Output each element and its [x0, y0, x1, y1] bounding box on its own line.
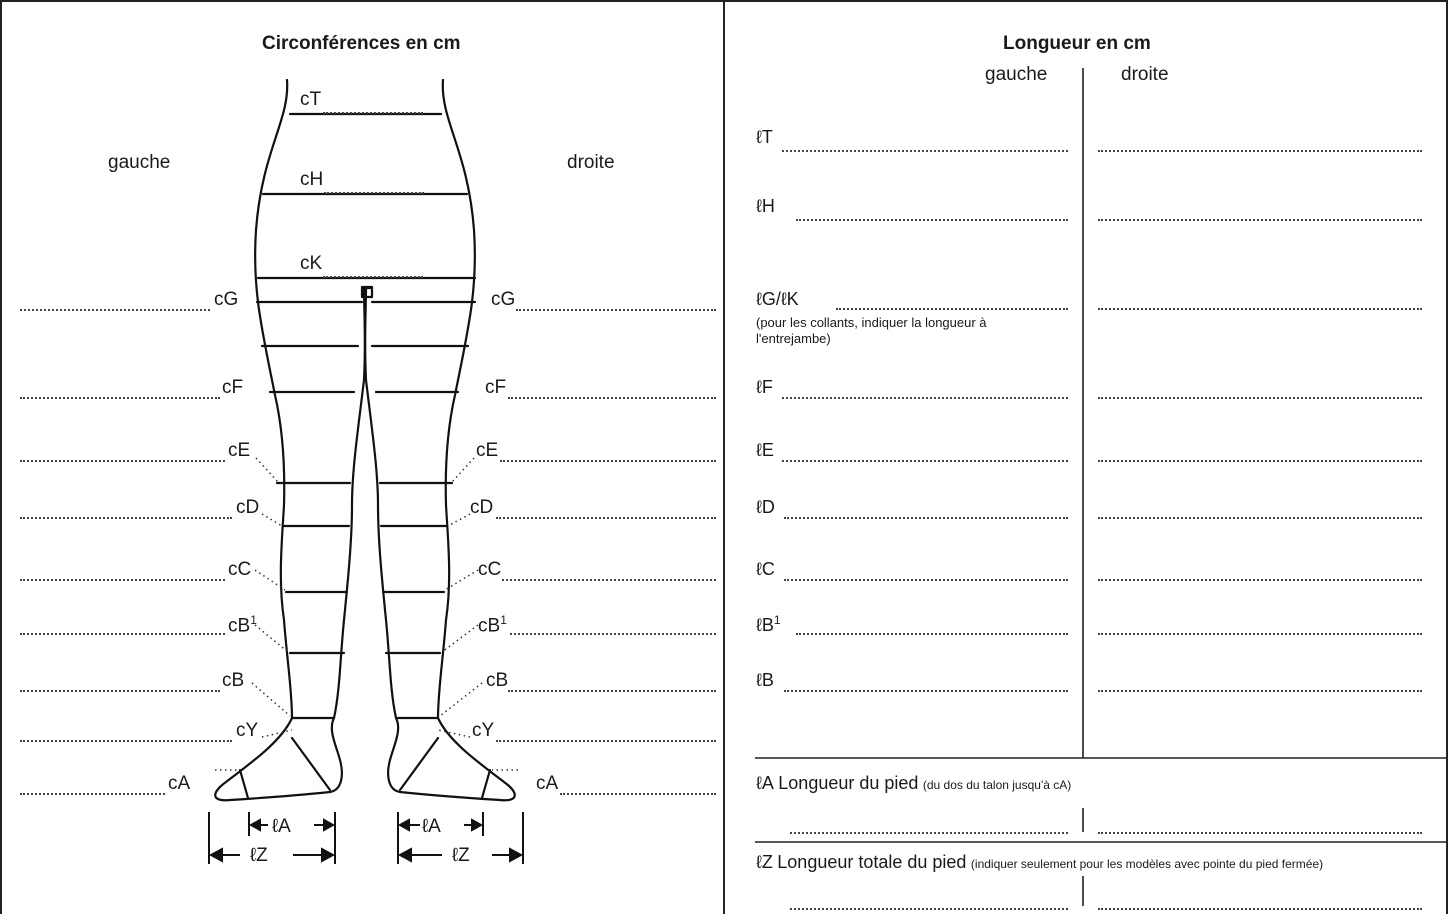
foot-length-heading: ℓA Longueur du pied (du dos du talon jus… — [756, 774, 1071, 793]
side-left-label: gauche — [108, 152, 171, 173]
cG-left-input[interactable] — [20, 287, 210, 311]
row-label-lGK: ℓG/ℓK — [756, 289, 799, 309]
lD-left-input[interactable] — [784, 495, 1068, 519]
label-cY-left: cY — [236, 720, 259, 741]
label-cE-left: cE — [228, 440, 251, 461]
superscript: 1 — [773, 613, 781, 627]
lD-right-input[interactable] — [1098, 495, 1422, 519]
cE-left-input[interactable] — [20, 438, 225, 462]
total-foot-length-note: (indiquer seulement pour les modèles ave… — [970, 857, 1324, 871]
lE-right-input[interactable] — [1098, 438, 1422, 462]
lB-left-input[interactable] — [784, 668, 1068, 692]
row-label-lC: ℓC — [756, 559, 775, 579]
cG-right-input[interactable] — [516, 287, 716, 311]
cK-input[interactable] — [323, 254, 423, 278]
label-lA-right: ℓA — [420, 816, 443, 837]
label-cC-left: cC — [228, 559, 252, 580]
foot-length-label: Longueur du pied — [778, 773, 919, 793]
lF-right-input[interactable] — [1098, 375, 1422, 399]
label-cK: cK — [300, 253, 323, 274]
foot-length-prefix: ℓA — [756, 773, 774, 793]
col-left-header: gauche — [985, 64, 1048, 85]
label-cE-right: cE — [476, 440, 499, 461]
length-title: Longueur en cm — [1003, 33, 1151, 54]
label-cG-left: cG — [214, 289, 239, 310]
label-cG-right: cG — [491, 289, 516, 310]
lZ-right-input[interactable] — [1098, 886, 1422, 910]
lGK-right-input[interactable] — [1098, 286, 1422, 310]
cB-right-input[interactable] — [508, 668, 716, 692]
cA-left-input[interactable] — [20, 771, 165, 795]
lF-left-input[interactable] — [782, 375, 1068, 399]
cB-left-input[interactable] — [20, 668, 220, 692]
label-cD-left: cD — [236, 497, 260, 518]
cH-input[interactable] — [324, 170, 424, 194]
label-cF-left: cF — [222, 377, 244, 398]
row-label-lB: ℓB — [756, 670, 774, 690]
cF-left-input[interactable] — [20, 375, 220, 399]
cD-left-input[interactable] — [20, 495, 232, 519]
label-cB-right: cB — [486, 670, 509, 691]
row-label-lD: ℓD — [756, 497, 775, 517]
lC-left-input[interactable] — [784, 557, 1068, 581]
superscript: 1 — [500, 613, 507, 627]
row-label-lE: ℓE — [756, 440, 774, 460]
lH-right-input[interactable] — [1098, 197, 1422, 221]
foot-length-note: (du dos du talon jusqu'à cA) — [922, 778, 1072, 792]
cA-right-input[interactable] — [560, 771, 716, 795]
lB1-right-input[interactable] — [1098, 611, 1422, 635]
col-right-header: droite — [1121, 64, 1169, 85]
total-foot-length-label: Longueur totale du pied — [777, 852, 967, 872]
cB1-left-input[interactable] — [20, 611, 225, 635]
label-cC-right: cC — [478, 559, 502, 580]
lH-left-input[interactable] — [796, 197, 1068, 221]
total-foot-length-prefix: ℓZ — [756, 852, 773, 872]
label-cH: cH — [300, 169, 324, 190]
cC-right-input[interactable] — [502, 557, 716, 581]
label-cY-right: cY — [472, 720, 495, 741]
lT-right-input[interactable] — [1098, 128, 1422, 152]
label-cA-right: cA — [536, 773, 559, 794]
cT-input[interactable] — [323, 90, 423, 114]
cC-left-input[interactable] — [20, 557, 225, 581]
row-label-lF: ℓF — [756, 377, 773, 397]
row-label-lT: ℓT — [756, 127, 773, 147]
cD-right-input[interactable] — [496, 495, 716, 519]
row-label-lH: ℓH — [756, 196, 775, 216]
cB1-right-input[interactable] — [510, 611, 716, 635]
label-lZ-left: ℓZ — [246, 846, 272, 865]
label-cD-right: cD — [470, 497, 494, 518]
lT-left-input[interactable] — [782, 128, 1068, 152]
lZ-left-input[interactable] — [790, 886, 1068, 910]
row-label-lB1: ℓB1 — [756, 613, 781, 635]
label-lZ-right: ℓZ — [448, 846, 474, 865]
lB-right-input[interactable] — [1098, 668, 1422, 692]
lGK-left-input[interactable] — [836, 286, 1068, 310]
label-cF-right: cF — [485, 377, 507, 398]
tights-note: (pour les collants, indiquer la longueur… — [756, 315, 987, 346]
label-lA-left: ℓA — [270, 816, 293, 837]
cY-right-input[interactable] — [496, 718, 716, 742]
label-cB-left: cB — [222, 670, 245, 691]
cE-right-input[interactable] — [500, 438, 716, 462]
circumference-title: Circonférences en cm — [262, 33, 461, 54]
side-right-label: droite — [567, 152, 615, 173]
superscript: 1 — [250, 613, 257, 627]
label-cA-left: cA — [168, 773, 191, 794]
lB1-left-input[interactable] — [796, 611, 1068, 635]
cF-right-input[interactable] — [508, 375, 716, 399]
label-cB1-left: cB1 — [228, 613, 257, 637]
lE-left-input[interactable] — [782, 438, 1068, 462]
lA-right-input[interactable] — [1098, 810, 1422, 834]
lC-right-input[interactable] — [1098, 557, 1422, 581]
label-cB1-right: cB1 — [478, 613, 507, 637]
lA-left-input[interactable] — [790, 810, 1068, 834]
label-cT: cT — [300, 89, 322, 110]
cY-left-input[interactable] — [20, 718, 232, 742]
total-foot-length-heading: ℓZ Longueur totale du pied (indiquer seu… — [756, 853, 1323, 872]
